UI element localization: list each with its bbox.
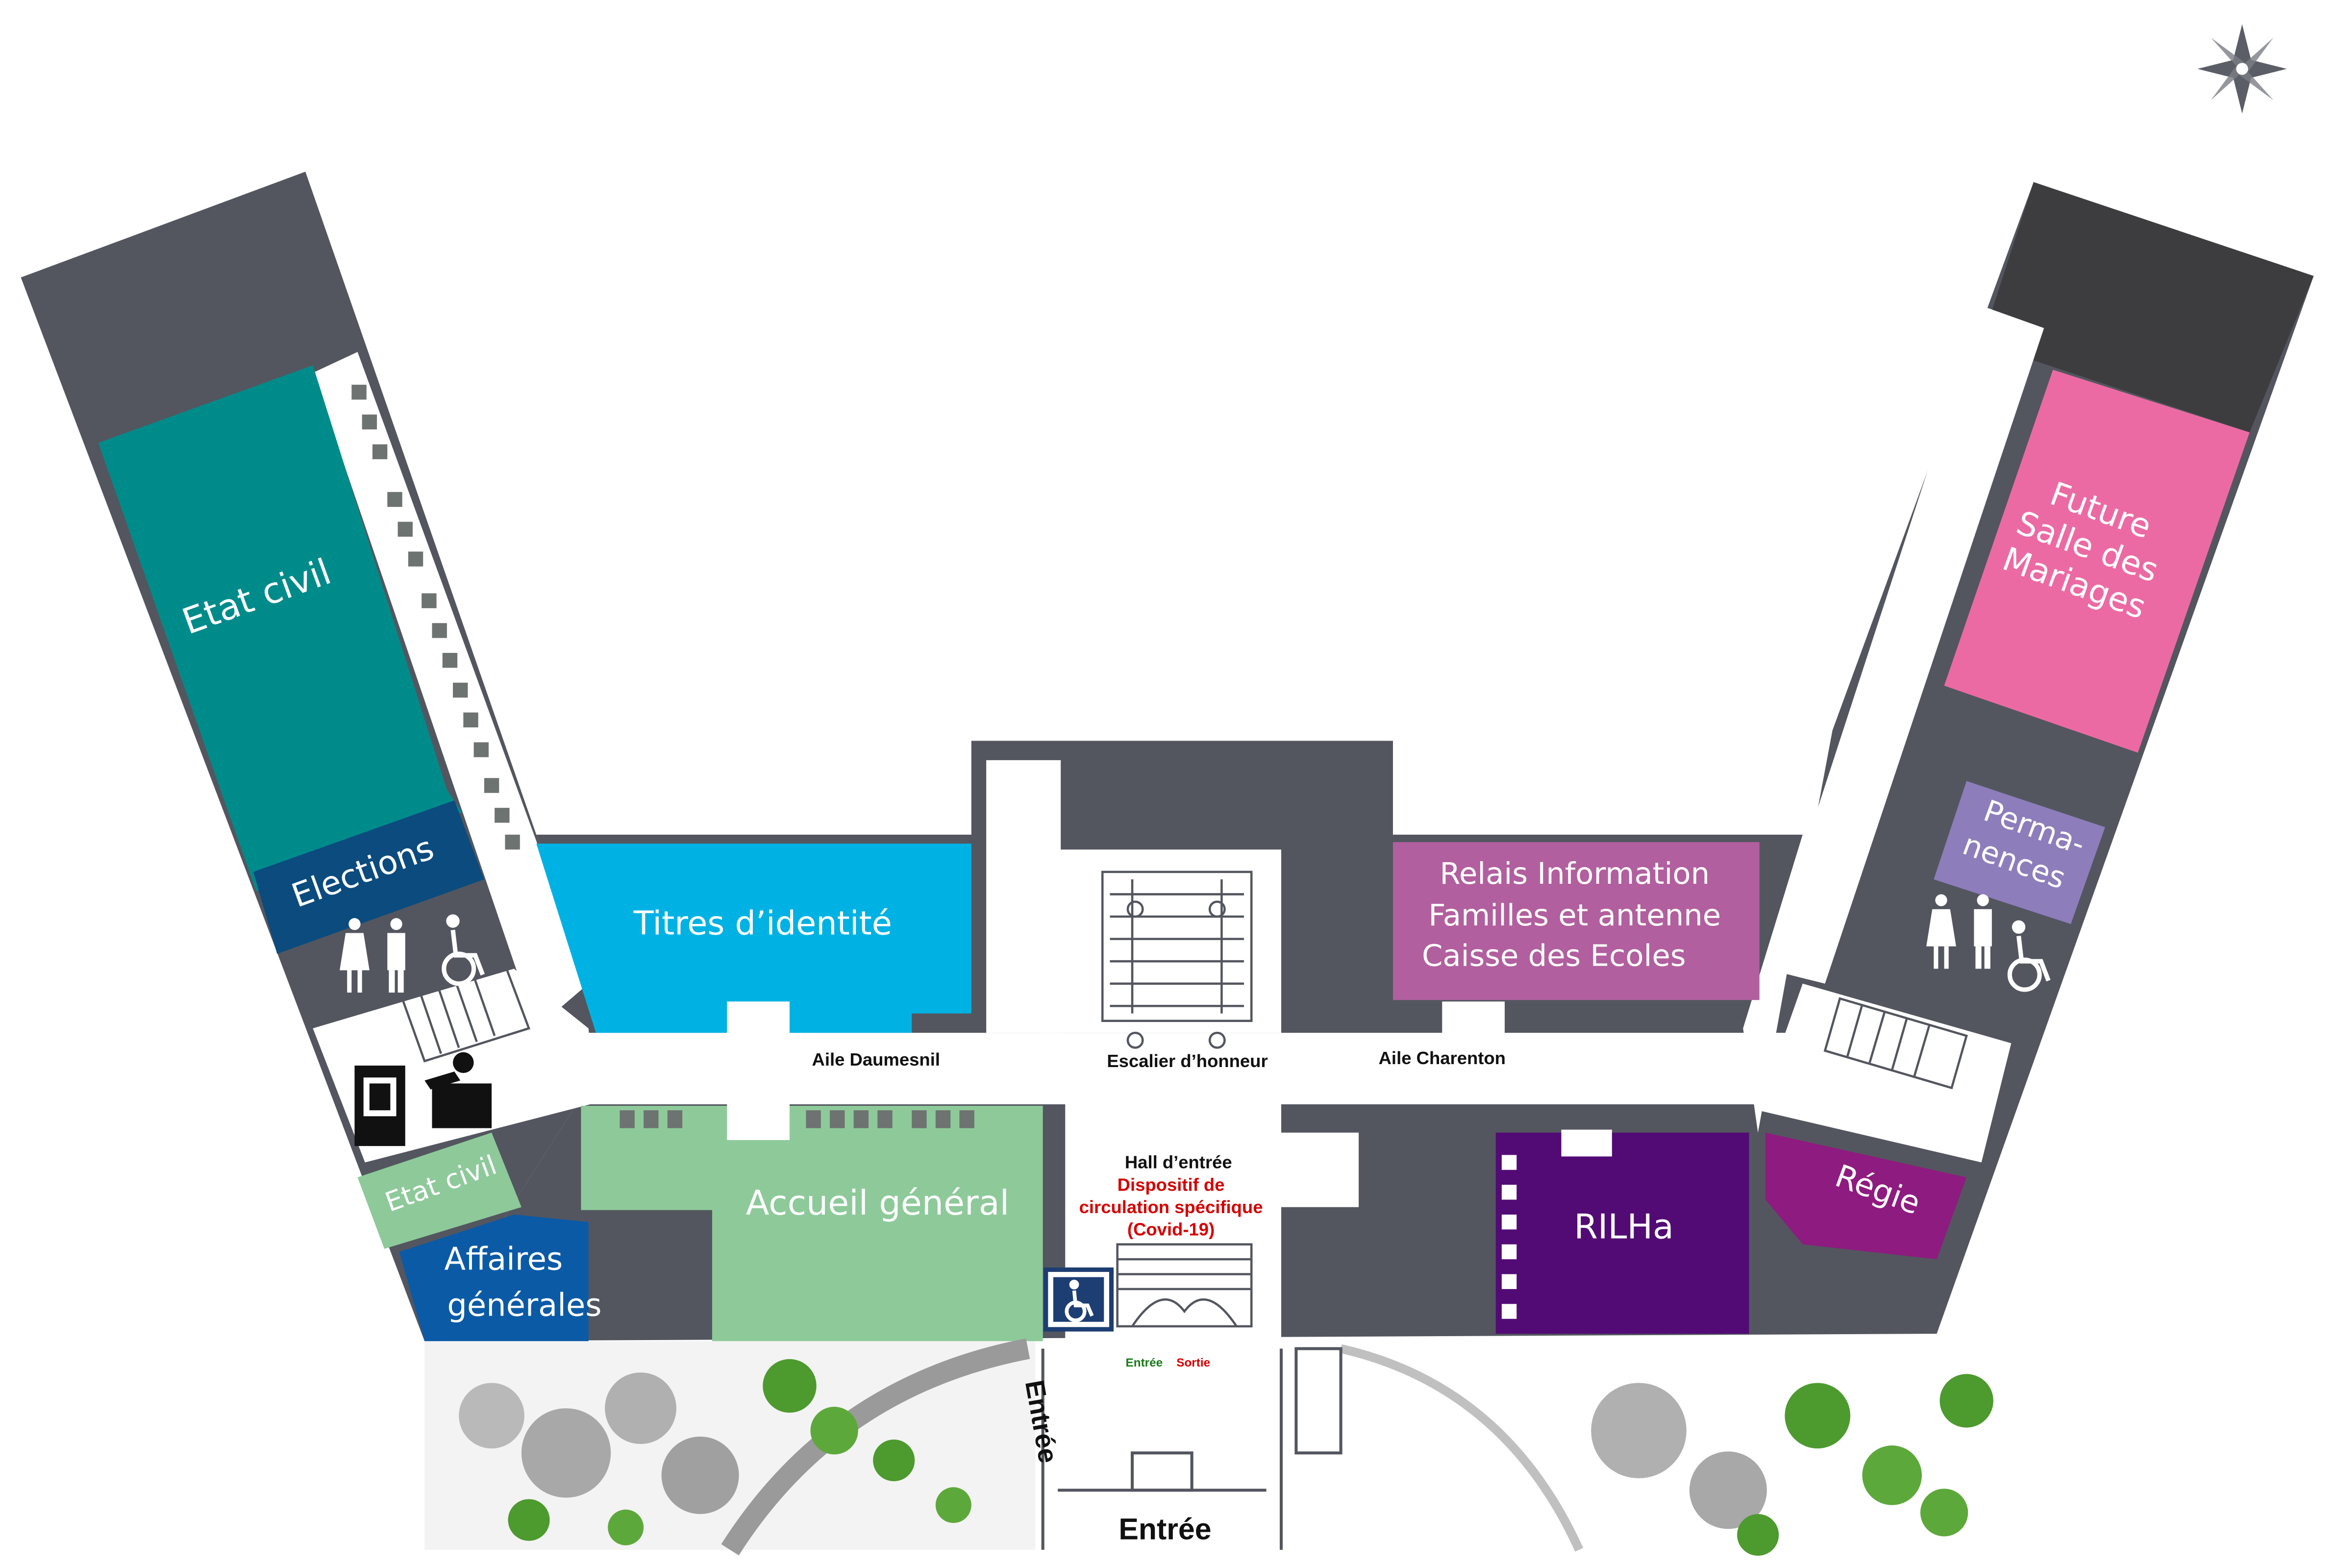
- room-regie[interactable]: [1765, 1132, 1967, 1260]
- hall-side-white: [1281, 1132, 1359, 1207]
- wheelchair-icon: [2007, 920, 2051, 992]
- wheelchair-icon: [1044, 1267, 1114, 1332]
- label-titres: Titres d’identité: [633, 904, 892, 942]
- room-accueil[interactable]: [581, 1106, 1043, 1342]
- svg-text:(Covid-19): (Covid-19): [1127, 1219, 1215, 1239]
- entrance-forecourt: [1041, 1347, 1342, 1550]
- stairs-entry: [1116, 1243, 1253, 1328]
- label-sortie-small: Sortie: [1176, 1356, 1210, 1369]
- svg-text:Caisse des Ecoles: Caisse des Ecoles: [1422, 939, 1686, 973]
- restroom-icon: [1926, 894, 1992, 969]
- room-elections[interactable]: [253, 800, 484, 954]
- svg-text:générales: générales: [447, 1288, 601, 1324]
- label-aile-charenton: Aile Charenton: [1379, 1048, 1506, 1068]
- right-corridor: [1765, 305, 2044, 984]
- label-accueil: Accueil général: [746, 1183, 1009, 1223]
- waiting-chairs-etat-civil: [351, 384, 520, 850]
- stair-hall: [1040, 849, 1282, 1033]
- room-permanences[interactable]: [1934, 781, 2105, 924]
- label-entree-small: Entrée: [1126, 1356, 1163, 1369]
- photo-booth-icon: [354, 1065, 405, 1146]
- waiting-chairs-rilha: [1501, 1155, 1517, 1319]
- label-affaires: Affaires générales: [444, 1241, 601, 1323]
- waiting-chairs-accueil: [620, 1110, 974, 1128]
- room-titres[interactable]: [536, 844, 971, 1033]
- restroom-icon: [340, 918, 405, 993]
- svg-text:Affaires: Affaires: [444, 1241, 563, 1277]
- room-relais[interactable]: [1392, 842, 1760, 1000]
- label-covid: Dispositif de circulation spécifique (Co…: [1079, 1174, 1263, 1239]
- stair-shaft: [986, 760, 1061, 1033]
- svg-text:Familles et antenne: Familles et antenne: [1428, 898, 1721, 933]
- svg-text:Relais Information: Relais Information: [1440, 857, 1710, 891]
- label-aile-daumesnil: Aile Daumesnil: [812, 1049, 940, 1070]
- svg-text:circulation spécifique: circulation spécifique: [1079, 1197, 1263, 1217]
- label-escalier: Escalier d’honneur: [1107, 1051, 1267, 1071]
- compass-rose-icon: [2197, 24, 2287, 114]
- stairs-honneur: [1101, 871, 1253, 1049]
- room-future-salle[interactable]: [1944, 370, 2250, 753]
- main-corridor: [536, 1033, 1803, 1105]
- stairs-right: [1823, 997, 1968, 1090]
- garden-right: [1311, 1341, 2012, 1556]
- room-affaires[interactable]: [399, 1214, 589, 1342]
- room-rilha[interactable]: [1495, 1132, 1749, 1334]
- room-etat-civil[interactable]: [98, 365, 462, 892]
- label-entree-bottom: Entrée: [1118, 1513, 1211, 1546]
- wheelchair-icon: [442, 914, 485, 986]
- stairs-left: [400, 967, 531, 1063]
- svg-text:Dispositif de: Dispositif de: [1118, 1174, 1225, 1195]
- service-desk-icon: [424, 1052, 492, 1128]
- right-stair-block: [1758, 983, 2012, 1163]
- garden-left: [424, 1338, 1036, 1556]
- label-rilha: RILHa: [1574, 1207, 1674, 1247]
- label-hall: Hall d’entrée: [1125, 1152, 1232, 1172]
- right-wing-dark-block: [1981, 182, 2314, 433]
- label-relais: Relais Information Familles et antenne C…: [1422, 857, 1721, 973]
- left-corridor: [313, 352, 589, 1028]
- room-etat-civil-small[interactable]: [357, 1132, 522, 1249]
